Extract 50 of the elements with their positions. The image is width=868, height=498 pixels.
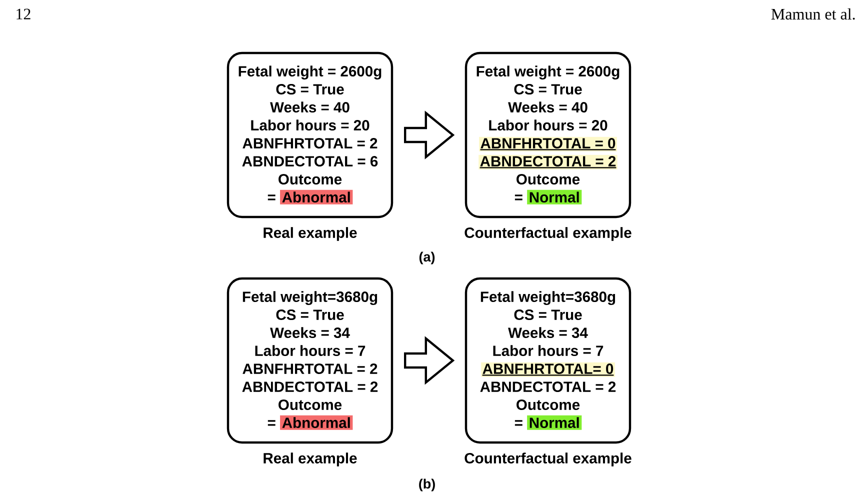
feature-text: Fetal weight = 2600g — [476, 66, 620, 80]
outcome-label: Outcome — [516, 400, 580, 410]
feature-text: ABNDECTOTAL = 2 — [242, 382, 378, 392]
caption-text: Real example — [264, 227, 357, 241]
example-box — [464, 52, 632, 218]
subfigure-label: (a) — [419, 252, 435, 264]
caption-text: Counterfactual example — [464, 227, 632, 241]
outcome-label: Outcome — [278, 174, 342, 185]
feature-text: ABNDECTOTAL = 6 — [242, 156, 378, 167]
outcome-value: Abnormal — [280, 190, 353, 204]
feature-text: CS = True — [514, 310, 582, 320]
feature-text: Labor hours = 7 — [493, 345, 604, 356]
changed-feature-text: ABNFHRTOTAL= 0 — [481, 362, 615, 377]
feature-text: CS = True — [514, 84, 582, 95]
changed-feature-text: ABNDECTOTAL = 2 — [478, 154, 618, 170]
feature-text: ABNDECTOTAL = 2 — [480, 382, 616, 392]
feature-text: Fetal weight=3680g — [480, 291, 616, 306]
example-box — [226, 277, 394, 444]
feature-text: Fetal weight = 2600g — [238, 66, 382, 80]
feature-text: Weeks = 40 — [508, 102, 588, 113]
feature-text: Weeks = 40 — [270, 102, 350, 113]
caption-text: Counterfactual example — [464, 452, 632, 466]
outcome-value: Normal — [527, 190, 582, 204]
feature-text: Weeks = 34 — [270, 327, 350, 338]
feature-text: ABNFHRTOTAL = 2 — [242, 364, 378, 374]
feature-text: Labor hours = 7 — [255, 345, 366, 356]
equals-sign: = — [268, 420, 276, 426]
feature-text: Labor hours = 20 — [489, 120, 608, 131]
page-number: 12 — [16, 8, 30, 20]
equals-sign: = — [268, 194, 276, 200]
block-arrow — [404, 110, 455, 160]
feature-text: CS = True — [276, 310, 344, 320]
feature-text: Weeks = 34 — [508, 327, 588, 338]
caption-text: Real example — [264, 452, 357, 466]
changed-feature-text: ABNFHRTOTAL = 0 — [479, 136, 617, 152]
outcome-value: Normal — [527, 415, 582, 430]
feature-text: Fetal weight=3680g — [242, 291, 378, 306]
feature-text: Labor hours = 20 — [251, 120, 370, 131]
feature-text: CS = True — [276, 84, 344, 95]
outcome-label: Outcome — [278, 400, 342, 410]
feature-text: ABNFHRTOTAL = 2 — [242, 138, 378, 149]
example-box — [464, 277, 632, 444]
example-box — [226, 52, 394, 218]
outcome-value: Abnormal — [280, 415, 353, 430]
equals-sign: = — [514, 194, 522, 200]
equals-sign: = — [514, 420, 522, 426]
running-header: Mamun et al. — [771, 8, 855, 20]
outcome-label: Outcome — [516, 174, 580, 185]
subfigure-label: (b) — [419, 478, 435, 492]
block-arrow — [404, 336, 455, 385]
